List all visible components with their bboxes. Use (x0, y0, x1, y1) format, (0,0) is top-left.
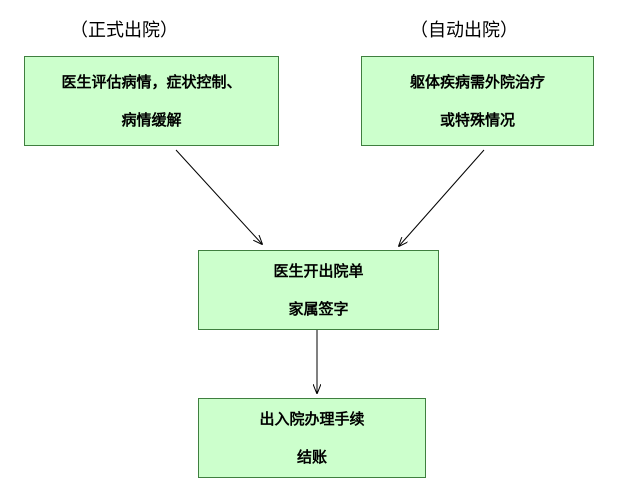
arrow-voluntary-to-order (399, 149, 485, 246)
arrow-formal-to-order (175, 149, 262, 244)
discharge-procedures-box: 出入院办理手续 结账 (198, 398, 426, 478)
voluntary-discharge-line-2: 或特殊情况 (439, 111, 515, 129)
voluntary-discharge-caption: （自动出院） (410, 20, 518, 41)
discharge-order-line-2: 家属签字 (288, 300, 349, 318)
discharge-procedures-line-1: 出入院办理手续 (259, 410, 365, 428)
discharge-procedures-line-2: 结账 (296, 448, 327, 466)
discharge-order-box: 医生开出院单 家属签字 (198, 250, 439, 330)
formal-discharge-line-2: 病情缓解 (121, 111, 182, 129)
formal-discharge-box: 医生评估病情，症状控制、 病情缓解 (24, 56, 279, 146)
formal-discharge-caption: （正式出院） (70, 20, 178, 41)
voluntary-discharge-line-1: 躯体疾病需外院治疗 (409, 73, 545, 91)
formal-discharge-line-1: 医生评估病情，症状控制、 (61, 73, 242, 91)
discharge-order-line-1: 医生开出院单 (273, 262, 364, 280)
voluntary-discharge-box: 躯体疾病需外院治疗 或特殊情况 (361, 56, 594, 146)
